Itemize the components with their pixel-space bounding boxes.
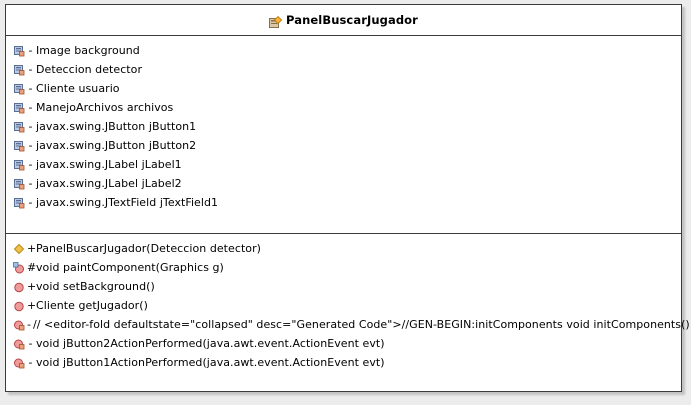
- attribute-row-text: javax.swing.JButton jButton2: [36, 139, 197, 152]
- attribute-row[interactable]: -Deteccion detector: [6, 60, 681, 79]
- private-method-icon: [13, 319, 25, 331]
- visibility-marker: -: [27, 318, 31, 331]
- attribute-row[interactable]: -Image background: [6, 41, 681, 60]
- field-icon: [13, 159, 25, 171]
- attribute-row[interactable]: -javax.swing.JButton jButton1: [6, 117, 681, 136]
- visibility-marker: -: [28, 101, 33, 114]
- field-icon: [13, 178, 25, 190]
- visibility-marker: -: [28, 82, 33, 95]
- visibility-marker: +: [27, 299, 37, 312]
- method-icon: [13, 300, 25, 312]
- method-row-text: void paintComponent(Graphics g): [36, 261, 224, 274]
- class-name: PanelBuscarJugador: [286, 13, 418, 27]
- attribute-row-text: javax.swing.JLabel jLabel2: [36, 177, 182, 190]
- constructor-icon: [13, 243, 25, 255]
- visibility-marker: -: [28, 158, 33, 171]
- method-row[interactable]: #void paintComponent(Graphics g): [6, 258, 681, 277]
- attributes-compartment: -Image background-Deteccion detector-Cli…: [6, 36, 681, 234]
- method-row-text: // <editor-fold defaultstate="collapsed"…: [32, 318, 690, 331]
- field-icon: [13, 121, 25, 133]
- private-method-icon: [13, 338, 25, 350]
- private-method-icon: [13, 357, 25, 369]
- class-header: PanelBuscarJugador: [6, 5, 681, 36]
- visibility-marker: -: [28, 139, 33, 152]
- uml-class-box[interactable]: PanelBuscarJugador -Image background-Det…: [5, 4, 690, 392]
- method-row[interactable]: +void setBackground(): [6, 277, 681, 296]
- method-icon: [13, 281, 25, 293]
- method-row[interactable]: +Cliente getJugador(): [6, 296, 681, 315]
- attribute-row-text: javax.swing.JButton jButton1: [36, 120, 197, 133]
- attribute-row-text: javax.swing.JTextField jTextField1: [36, 196, 219, 209]
- attribute-row-text: Deteccion detector: [36, 63, 143, 76]
- method-row[interactable]: -// <editor-fold defaultstate="collapsed…: [6, 315, 690, 334]
- method-row[interactable]: -void jButton1ActionPerformed(java.awt.e…: [6, 353, 681, 372]
- attribute-row-text: ManejoArchivos archivos: [36, 101, 174, 114]
- method-row-text: void setBackground(): [36, 280, 155, 293]
- attribute-row[interactable]: -javax.swing.JButton jButton2: [6, 136, 681, 155]
- field-icon: [13, 45, 25, 57]
- method-row[interactable]: +PanelBuscarJugador(Deteccion detector): [6, 239, 681, 258]
- method-row-text: void jButton2ActionPerformed(java.awt.ev…: [36, 337, 385, 350]
- visibility-marker: -: [28, 120, 33, 133]
- field-icon: [13, 197, 25, 209]
- visibility-marker: #: [27, 261, 37, 274]
- attribute-row[interactable]: -javax.swing.JLabel jLabel2: [6, 174, 681, 193]
- field-icon: [13, 140, 25, 152]
- attribute-row-text: javax.swing.JLabel jLabel1: [36, 158, 182, 171]
- visibility-marker: -: [28, 44, 33, 57]
- method-row-text: void jButton1ActionPerformed(java.awt.ev…: [36, 356, 385, 369]
- field-icon: [13, 64, 25, 76]
- attribute-row-text: Cliente usuario: [36, 82, 120, 95]
- visibility-marker: -: [28, 196, 33, 209]
- attribute-row[interactable]: -javax.swing.JTextField jTextField1: [6, 193, 681, 212]
- visibility-marker: -: [28, 337, 33, 350]
- attribute-row[interactable]: -ManejoArchivos archivos: [6, 98, 681, 117]
- class-icon: [269, 14, 283, 28]
- field-icon: [13, 102, 25, 114]
- visibility-marker: +: [27, 280, 37, 293]
- attribute-row[interactable]: -Cliente usuario: [6, 79, 681, 98]
- visibility-marker: +: [27, 242, 37, 255]
- method-row-text: PanelBuscarJugador(Deteccion detector): [36, 242, 262, 255]
- method-row-text: Cliente getJugador(): [36, 299, 148, 312]
- attribute-row[interactable]: -javax.swing.JLabel jLabel1: [6, 155, 681, 174]
- protected-method-icon: [13, 261, 25, 274]
- visibility-marker: -: [28, 63, 33, 76]
- visibility-marker: -: [28, 177, 33, 190]
- visibility-marker: -: [28, 356, 33, 369]
- field-icon: [13, 83, 25, 95]
- attribute-row-text: Image background: [36, 44, 140, 57]
- methods-compartment: +PanelBuscarJugador(Deteccion detector)#…: [6, 234, 690, 372]
- method-row[interactable]: -void jButton2ActionPerformed(java.awt.e…: [6, 334, 681, 353]
